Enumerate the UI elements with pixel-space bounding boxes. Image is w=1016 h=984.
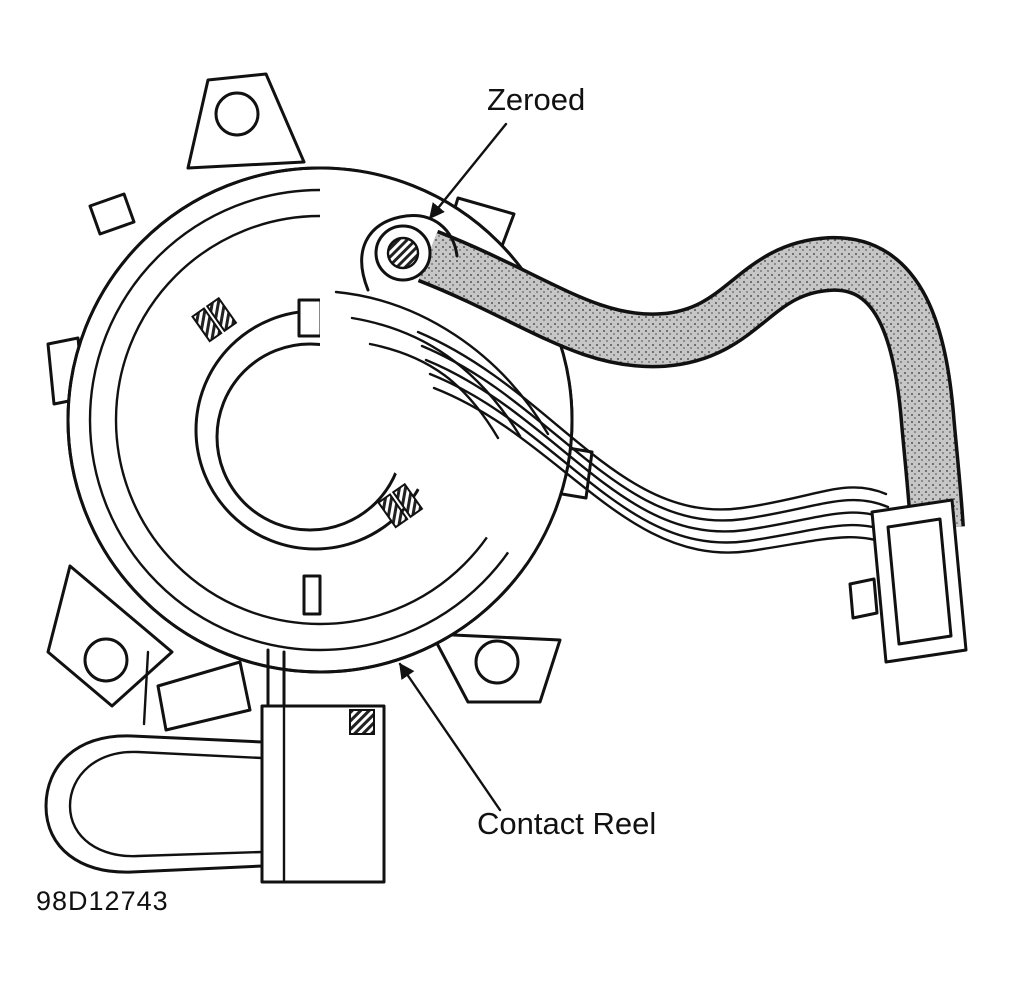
side-tab-upper-left [88,192,136,236]
mounting-flange [46,72,594,708]
reel-bottom-slot [302,574,322,616]
flange-hole-bottom-left [83,637,129,683]
label-zeroed: Zeroed [487,82,586,117]
label-contact-reel: Contact Reel [477,806,657,841]
bracket-notch [156,660,252,732]
reel-index-mark-upper [191,296,238,343]
zeroed-marker [360,214,459,292]
reel-index-mark-lower [377,482,424,529]
figure-number: 98D12743 [36,886,169,916]
zeroed-marker-inner [386,236,420,270]
reel-outer-rim-redraw [66,166,574,674]
callout-arrows [398,122,508,812]
connector-lock-tab [848,577,879,620]
flange-hole-top [214,91,260,137]
hub-keyway-slot [297,298,323,338]
connector-housing [260,704,386,884]
housing-hatch-mark [349,709,375,735]
ribbon-guide-curves [334,290,550,440]
harness-connector [848,498,968,664]
ribbon-cable [417,229,965,530]
flange-hole-bottom-right [474,639,520,685]
connector-barrel [44,734,264,874]
wire-harness [416,330,896,554]
contact-reel-arrow [398,662,502,812]
flange-ear-bottom-left [46,564,174,708]
lower-connector-assembly [44,648,386,884]
connector-inner [886,517,953,646]
zeroed-arrow [428,122,508,220]
